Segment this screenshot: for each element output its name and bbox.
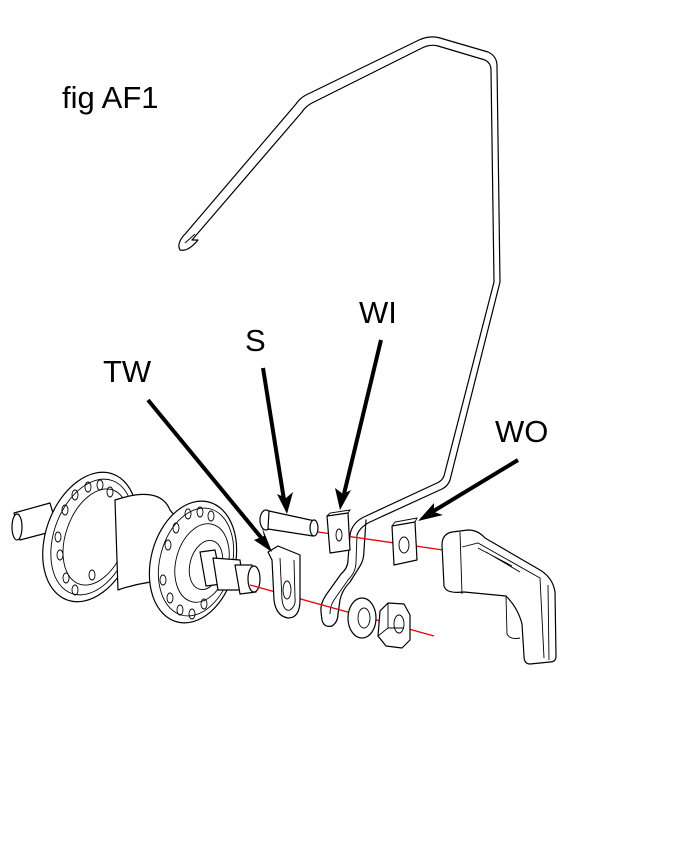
axle-washer — [347, 597, 377, 639]
spacer — [259, 509, 319, 537]
label-s: S — [245, 323, 266, 358]
leader-wo — [418, 458, 520, 521]
figure-title: fig AF1 — [62, 80, 159, 115]
axle-nut — [377, 602, 411, 649]
label-wi: WI — [359, 295, 397, 330]
hub — [11, 471, 261, 624]
leader-tw — [146, 398, 272, 552]
tab-washer — [267, 545, 301, 619]
washer-inner — [326, 509, 351, 554]
leader-wi — [335, 339, 383, 510]
dropout-clamp — [441, 529, 557, 665]
washer-outer — [391, 517, 418, 566]
stay-wire — [178, 36, 501, 627]
label-wo: WO — [495, 414, 549, 449]
leader-s — [261, 367, 293, 514]
label-tw: TW — [103, 354, 152, 389]
